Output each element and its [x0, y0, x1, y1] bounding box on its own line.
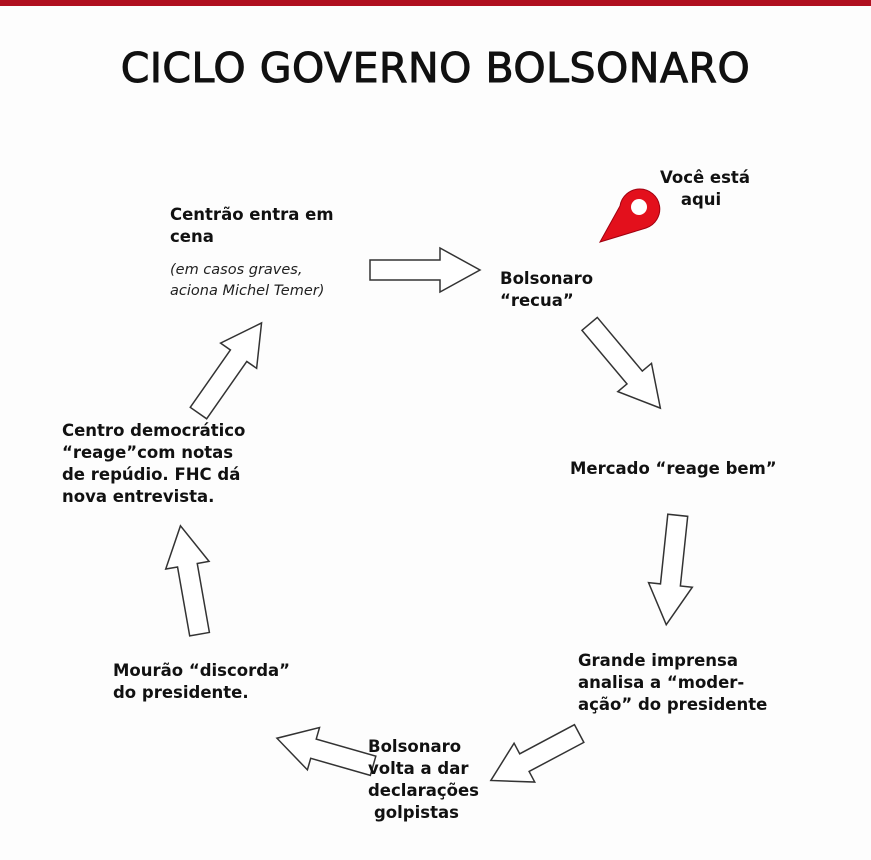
step-centrao: Centrão entra em cena — [170, 204, 334, 248]
step-line: Bolsonaro — [500, 269, 594, 288]
top-red-bar — [0, 0, 871, 6]
you-are-here-label: Você está aqui — [660, 167, 750, 211]
step-centrao-note: (em casos graves, aciona Michel Temer) — [170, 260, 324, 302]
step-line: Mercado “reage bem” — [570, 459, 777, 478]
step-line: volta a dar — [368, 759, 469, 778]
step-line: “recua” — [500, 291, 574, 310]
step-line: Centrão entra em — [170, 205, 334, 224]
step-declaracoes: Bolsonaro volta a dar declarações golpis… — [368, 736, 479, 824]
map-pin-icon — [598, 188, 661, 243]
step-line: nova entrevista. — [62, 487, 215, 506]
arrow-7 — [189, 321, 263, 420]
you-are-here-line: Você está — [660, 168, 750, 187]
step-line: Mourão “discorda” — [113, 661, 291, 680]
arrow-4 — [489, 723, 585, 783]
step-mercado: Mercado “reage bem” — [570, 458, 777, 480]
arrow-2 — [580, 316, 662, 410]
step-centro-democratico: Centro democrático “reage”com notas de r… — [62, 420, 245, 508]
step-line: Centro democrático — [62, 421, 246, 440]
note-line: aciona Michel Temer) — [170, 283, 325, 299]
diagram-title: CICLO GOVERNO BOLSONARO — [120, 44, 751, 93]
arrow-1 — [369, 246, 482, 294]
step-line: ação” do presidente — [578, 695, 768, 714]
step-line: de repúdio. FHC dá — [62, 465, 241, 484]
step-line: analisa a “moder- — [578, 673, 745, 692]
step-line: golpistas — [374, 803, 459, 822]
arrow-5 — [275, 726, 377, 777]
arrow-6 — [164, 524, 211, 637]
step-bolsonaro-recua: Bolsonaro “recua” — [500, 268, 593, 312]
step-line: do presidente. — [113, 683, 249, 702]
step-line: declarações — [368, 781, 479, 800]
step-imprensa: Grande imprensa analisa a “moder- ação” … — [578, 650, 767, 716]
step-line: cena — [170, 227, 214, 246]
step-mourao: Mourão “discorda” do presidente. — [113, 660, 290, 704]
note-line: (em casos graves, — [170, 262, 303, 278]
arrow-3 — [647, 513, 694, 627]
you-are-here-line: aqui — [680, 190, 722, 209]
step-line: “reage”com notas — [62, 443, 234, 462]
step-line: Bolsonaro — [368, 737, 462, 756]
step-line: Grande imprensa — [578, 651, 738, 670]
